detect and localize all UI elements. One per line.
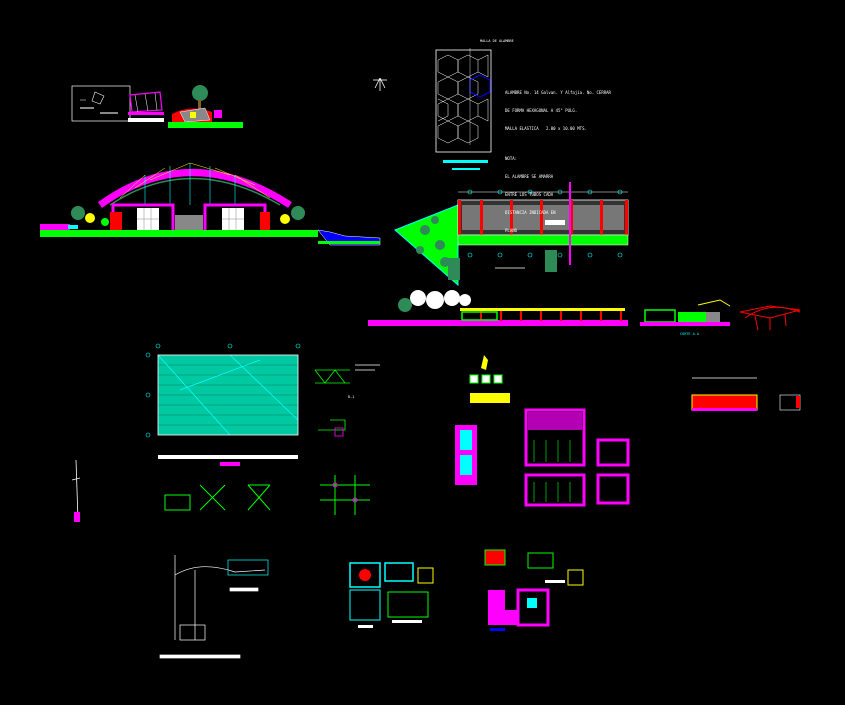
small-pavilion-elevation (128, 85, 243, 128)
long-elevation (368, 290, 628, 326)
mesh-note-line: ALAMBRE No. 14 Galvan. Y Alfajía. No. CE… (505, 90, 611, 95)
truss-detail (314, 364, 380, 437)
site-sketch-detail (71, 85, 131, 122)
roof-plan (145, 343, 301, 466)
mesh-title: MALLA DE ALAMBRE (480, 39, 514, 43)
structural-details-lower (164, 475, 370, 515)
cross-section-aa (640, 299, 731, 326)
wire-mesh-detail (435, 48, 492, 170)
kiosk-elevations (455, 355, 630, 507)
post-detail (71, 459, 81, 522)
mesh-note-line: ENTRE LOS TUBOS CADA (505, 192, 554, 197)
foundation-details (484, 549, 584, 631)
mesh-note-line: MALLA ELASTICA 2.00 x 10.00 MTS. (505, 126, 587, 131)
mesh-note-line: DISTANCIA INDICADA EN (505, 210, 556, 215)
roof-3d-detail (739, 305, 801, 331)
detail-label: D-1 (348, 395, 354, 399)
drainage-profile (159, 555, 269, 659)
mesh-note-line: DE FORMA HEXAGONAL A 45° PULG. (505, 108, 578, 113)
restroom-details (349, 562, 434, 628)
mesh-notes: ALAMBRE No. 14 Galvan. Y Alfajía. No. CE… (505, 78, 611, 240)
wall-elevation (691, 377, 801, 411)
mesh-note-line: EL ALAMBRE SE AMARRA (505, 174, 554, 179)
section-label: CORTE A-A (680, 332, 700, 336)
north-arrow-icon (373, 77, 387, 91)
mesh-note-line: NOTA: (505, 156, 518, 161)
mesh-note-line: PLANO (505, 228, 518, 233)
arch-pavilion-elevation (40, 162, 381, 246)
pavilion-plan-view (394, 182, 629, 287)
